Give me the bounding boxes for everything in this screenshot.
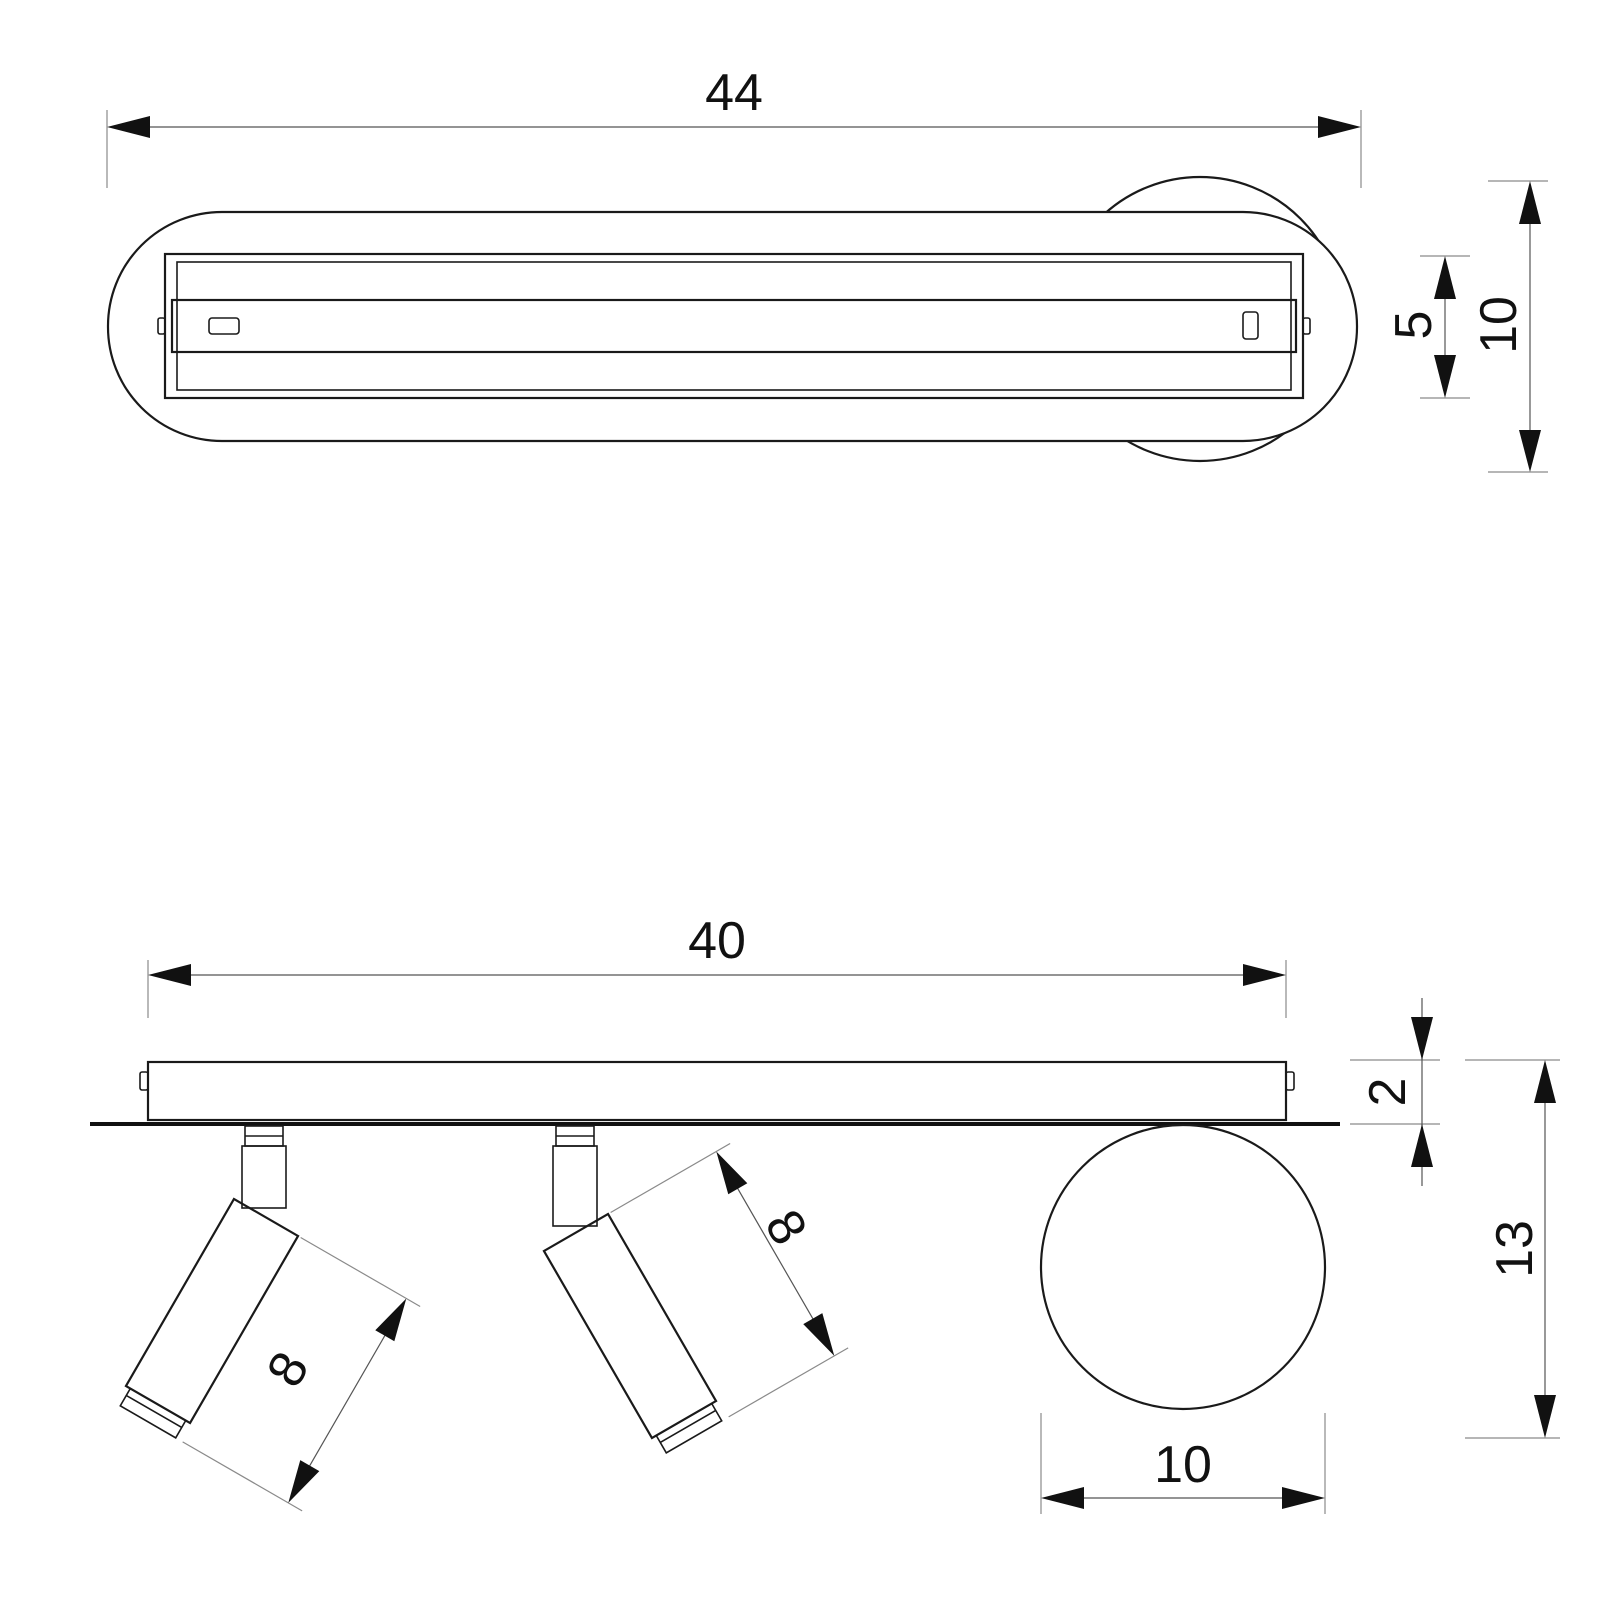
dimension-base-diameter-top: 10 bbox=[1470, 296, 1528, 354]
left-spotlight-lens bbox=[119, 1387, 187, 1439]
dimension-right-spot-length: 8 bbox=[753, 1200, 818, 1254]
dimension-overall-height: 13 bbox=[1486, 1220, 1544, 1278]
side-view-base-disc bbox=[1039, 1123, 1327, 1411]
right-spotlight-body bbox=[542, 1212, 718, 1440]
top-view-right-screw bbox=[1302, 317, 1311, 335]
top-view-mounting-plate bbox=[106, 210, 1359, 443]
dimension-bar-height: 2 bbox=[1359, 1078, 1417, 1107]
top-view: 44 10 5 bbox=[106, 64, 1548, 473]
left-spotlight bbox=[119, 1125, 300, 1439]
dimension-left-spot-length: 8 bbox=[256, 1342, 321, 1396]
side-view-right-screw bbox=[1285, 1071, 1295, 1091]
dimension-base-diameter-side: 10 bbox=[1154, 1436, 1212, 1494]
side-view-left-screw bbox=[139, 1071, 149, 1091]
side-view: 40 2 13 10 8 bbox=[90, 912, 1560, 1514]
right-spotlight bbox=[542, 1125, 723, 1454]
top-view-left-slot bbox=[208, 317, 240, 335]
left-spotlight-stem bbox=[241, 1145, 287, 1209]
top-view-right-slot bbox=[1242, 311, 1259, 340]
top-view-center-rail bbox=[170, 298, 1298, 354]
dimension-bar-length: 40 bbox=[688, 912, 746, 970]
top-view-left-screw bbox=[157, 317, 166, 335]
side-view-track-body bbox=[146, 1060, 1288, 1122]
top-view-track-inner bbox=[176, 261, 1292, 391]
right-spotlight-lens bbox=[655, 1402, 723, 1454]
left-spotlight-body bbox=[124, 1197, 300, 1425]
right-spotlight-stem bbox=[552, 1145, 598, 1227]
dimension-overall-length: 44 bbox=[705, 64, 763, 122]
dimension-bar-width: 5 bbox=[1385, 311, 1443, 340]
